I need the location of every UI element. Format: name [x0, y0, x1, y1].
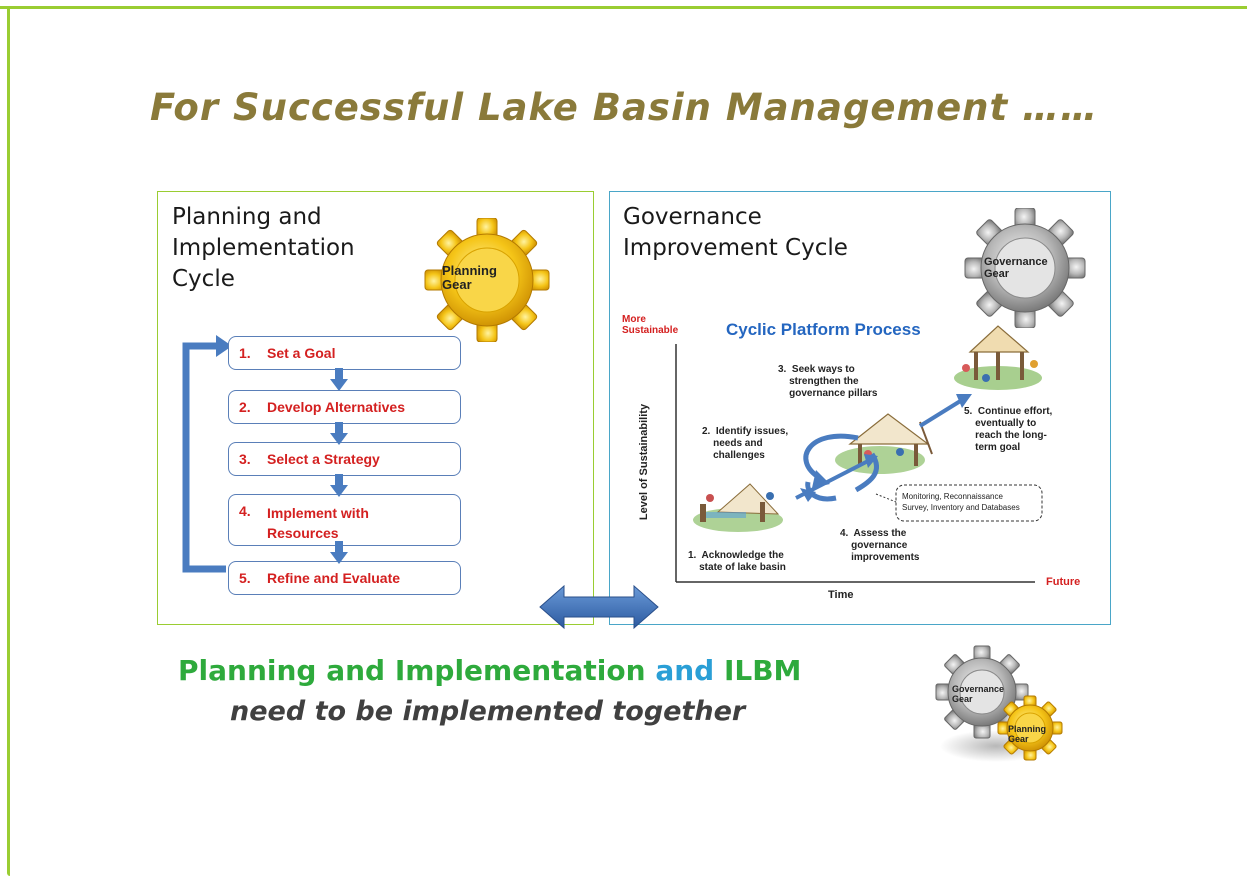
y-axis-label: Level of Sustainability [638, 403, 650, 521]
step-set-goal: 1. Set a Goal [228, 336, 461, 370]
governance-panel-title: Governance Improvement Cycle [623, 202, 923, 264]
planning-title-line3: Cycle [172, 266, 235, 292]
slide-title: For Successful Lake Basin Management …… [150, 86, 1099, 129]
y-axis-top-label: More Sustainable [622, 314, 678, 336]
planning-implementation-text: Planning and Implementation [178, 654, 646, 687]
step-label: Refine and Evaluate [267, 570, 401, 586]
planning-panel-title: Planning and Implementation Cycle [172, 202, 432, 295]
planning-gear-icon: Planning Gear [422, 217, 552, 343]
governance-gear-icon: Governance Gear [962, 207, 1088, 329]
small-governance-label: Governance [952, 684, 1005, 694]
down-arrow-icon [330, 422, 348, 445]
future-label: Future [1046, 576, 1081, 588]
more-label: More [622, 314, 646, 325]
step-implement-resources: 4. Implement with Resources [228, 494, 461, 546]
down-arrow-icon [330, 368, 348, 391]
feedback-loop-arrow-icon [182, 335, 232, 573]
monitoring-box [895, 484, 1043, 522]
step-number: 3. [239, 451, 251, 467]
step-number: 2. [239, 399, 251, 415]
planning-title-line1: Planning and [172, 204, 322, 230]
planning-implementation-panel: Planning and Implementation Cycle [157, 191, 594, 625]
step-label-line2: Resources [267, 525, 339, 541]
diagram-title: Cyclic Platform Process [726, 320, 921, 339]
step-label: Develop Alternatives [267, 399, 405, 415]
x-axis-label: Time [828, 589, 854, 601]
monitoring-text: Monitoring, Reconnaissance Survey, Inven… [902, 492, 1020, 512]
sustainable-label: Sustainable [622, 325, 679, 336]
small-planning-gear-label: Gear [1008, 734, 1029, 744]
bottom-statement-line1: Planning and Implementation and ILBM [178, 654, 801, 687]
step-label: Select a Strategy [267, 451, 380, 467]
step-number: 4. [239, 503, 251, 519]
village-stage-1-image [693, 483, 783, 532]
stage-1-annotation: 1. Acknowledge the state of lake basin [688, 550, 786, 573]
and-text: and [655, 654, 715, 687]
step-develop-alternatives: 2. Develop Alternatives [228, 390, 461, 424]
planning-title-line2: Implementation [172, 235, 355, 261]
step-refine-evaluate: 5. Refine and Evaluate [228, 561, 461, 595]
village-stage-5-image [954, 325, 1042, 390]
village-stage-3-image [835, 413, 933, 474]
step-number: 1. [239, 345, 251, 361]
governance-gear-label1: Governance [984, 256, 1048, 268]
step-label: Set a Goal [267, 345, 336, 361]
step-select-strategy: 3. Select a Strategy [228, 442, 461, 476]
planning-gear-label2: Gear [442, 277, 472, 292]
down-arrow-icon [330, 474, 348, 497]
governance-gear-label2: Gear [984, 268, 1010, 280]
stage-3-annotation: 3. Seek ways to strengthen the governanc… [778, 364, 878, 399]
cyclic-platform-diagram [675, 325, 1043, 583]
combined-gears-icon: Governance Gear Planning Gear [930, 640, 1070, 770]
stage-4-annotation: 4. Assess the governance improvements [840, 528, 920, 563]
stage-5-annotation: 5. Continue effort, eventually to reach … [964, 406, 1053, 453]
bidirectional-arrow-icon [539, 584, 659, 630]
frame-top-line [0, 6, 1247, 9]
planning-gear-label1: Planning [442, 263, 497, 278]
small-governance-gear-label: Gear [952, 694, 973, 704]
ilbm-text: ILBM [723, 654, 802, 687]
stage-2-annotation: 2. Identify issues, needs and challenges [702, 426, 789, 461]
frame-left-line [7, 6, 10, 876]
cycle-arrows-icon [795, 394, 972, 502]
step-label-line1: Implement with [267, 505, 369, 521]
governance-title-line1: Governance [623, 204, 762, 230]
small-planning-label: Planning [1008, 724, 1046, 734]
bottom-statement-line2: need to be implemented together [230, 696, 746, 727]
step-number: 5. [239, 570, 251, 586]
down-arrow-icon [330, 541, 348, 564]
governance-improvement-panel: Governance Improvement Cycle [609, 191, 1111, 625]
governance-title-line2: Improvement Cycle [623, 235, 848, 261]
